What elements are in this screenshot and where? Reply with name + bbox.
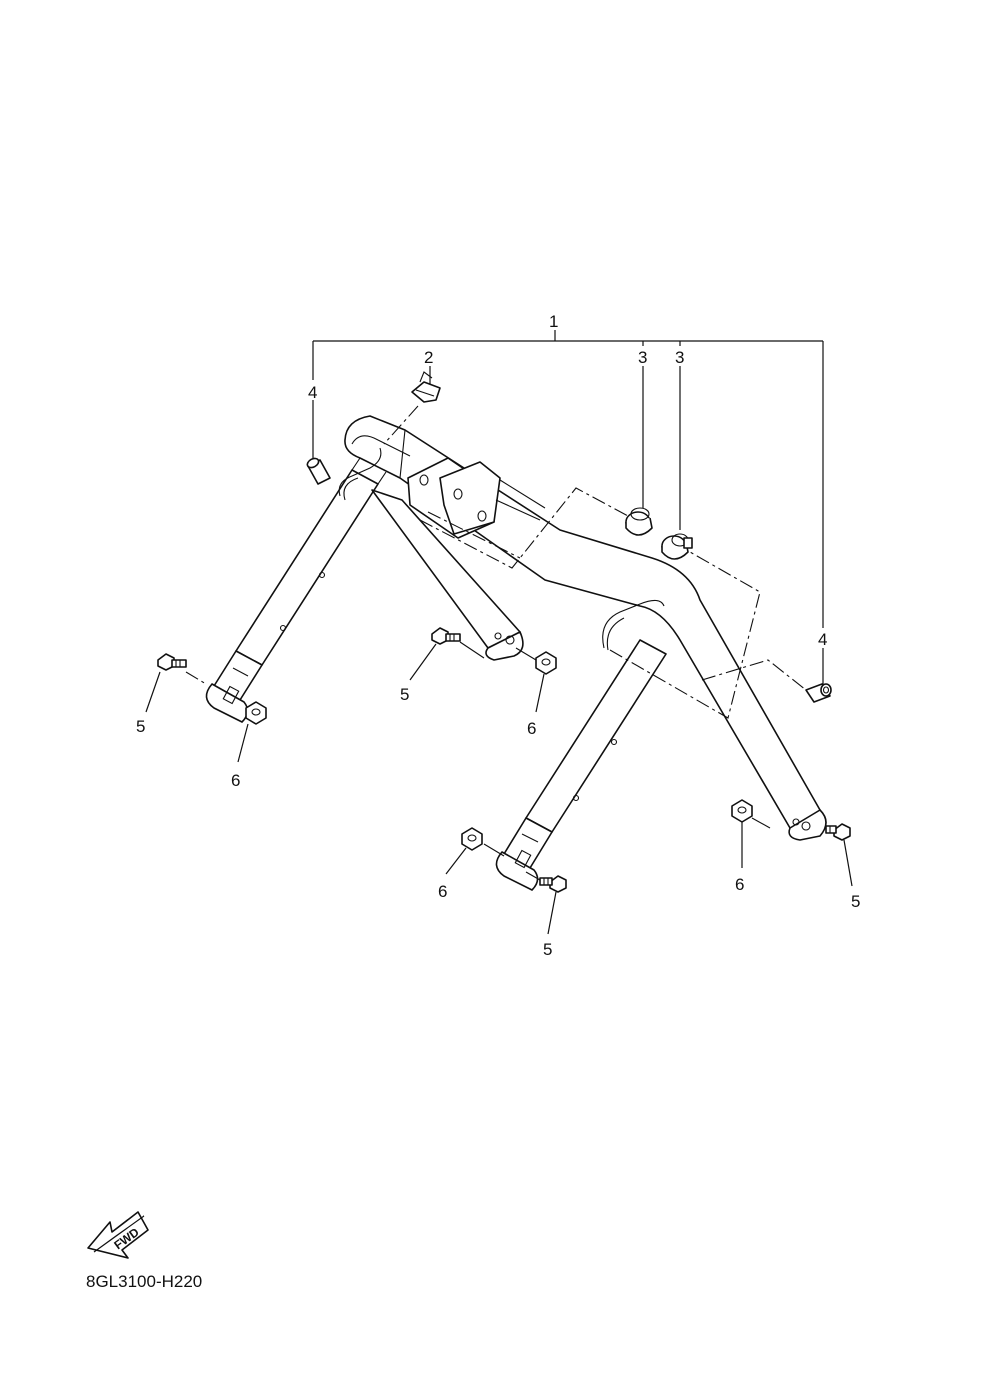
callout-3-right: 3 [675, 348, 684, 367]
callout-5-d: 5 [543, 940, 552, 959]
callout-3-left: 3 [638, 348, 647, 367]
bolt-part-5-b [431, 627, 485, 659]
callout-6-d: 6 [735, 875, 744, 894]
frame-right-rear-arm [788, 809, 827, 841]
callout-6-c: 6 [438, 882, 447, 901]
cap-part-4-left [306, 457, 331, 485]
frame-right-leg [495, 639, 667, 891]
nut-part-6-a [245, 701, 267, 725]
callout-6-a: 6 [231, 771, 240, 790]
nut-part-6-b [515, 647, 557, 675]
leader-lines [145, 643, 853, 935]
nut-part-6-d [731, 799, 771, 829]
clip-part-2 [383, 371, 441, 445]
mounting-bracket [407, 457, 546, 539]
nut-part-6-c [461, 827, 505, 857]
frame-left-arm [205, 457, 387, 723]
bolt-part-5-d [525, 871, 567, 893]
callout-labels: 1 2 3 3 4 4 5 5 5 5 6 6 6 6 [136, 312, 860, 959]
callout-4-left: 4 [308, 383, 317, 402]
callout-bracket [312, 330, 824, 686]
callout-1: 1 [549, 312, 558, 331]
callout-5-b: 5 [400, 685, 409, 704]
damper-part-3-right [661, 533, 693, 560]
bolt-part-5-c [825, 823, 851, 841]
callout-2: 2 [424, 348, 433, 367]
bolt-part-5-a [157, 653, 207, 685]
damper-part-3-left [625, 507, 653, 536]
hook-rods [338, 447, 665, 651]
callout-5-c: 5 [851, 892, 860, 911]
diagram-part-number: 8GL3100-H220 [86, 1272, 202, 1291]
callout-6-b: 6 [527, 719, 536, 738]
callout-5-a: 5 [136, 717, 145, 736]
callout-4-right: 4 [818, 630, 827, 649]
cap-part-4-right [805, 683, 832, 703]
fwd-arrow-icon: FWD [87, 1211, 149, 1259]
alignment-lines [419, 487, 807, 719]
frame-left-rear-arm [371, 489, 524, 661]
